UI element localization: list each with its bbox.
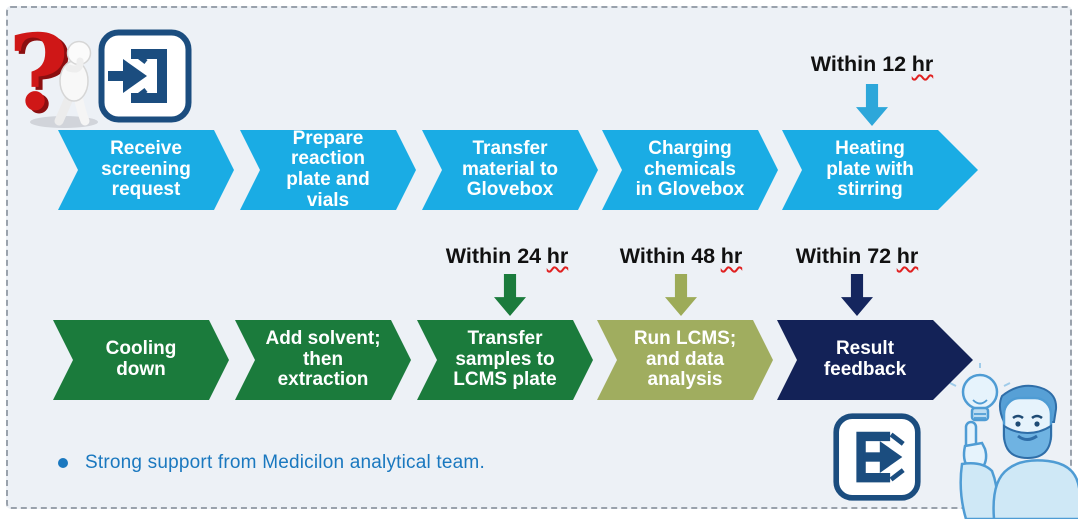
- step-charging-chemicals: Charging chemicals in Glovebox: [602, 130, 778, 210]
- step-prepare-reaction-plate: Prepare reaction plate and vials: [240, 130, 416, 210]
- step-run-lcms-analysis: Run LCMS; and data analysis: [597, 320, 773, 400]
- enter-icon: [98, 29, 192, 123]
- step-transfer-material-glovebox: Transfer material to Glovebox: [422, 130, 598, 210]
- step-add-solvent-extraction: Add solvent; then extraction: [235, 320, 411, 400]
- step-transfer-samples-lcms: Transfer samples to LCMS plate: [417, 320, 593, 400]
- question-mark-thinker-icon: ? ?: [8, 18, 98, 130]
- step-receive-screening-request: Receive screening request: [58, 130, 234, 210]
- step-result-feedback: Result feedback: [777, 320, 973, 400]
- exit-icon: [833, 413, 921, 501]
- footer-text: Strong support from Medicilon analytical…: [85, 452, 485, 473]
- bullet-dot: [58, 458, 68, 468]
- footer-note: Strong support from Medicilon analytical…: [58, 452, 485, 474]
- step-cooling-down: Cooling down: [53, 320, 229, 400]
- idea-person-illustration: [949, 363, 1078, 519]
- step-heating-plate-stirring: Heating plate with stirring: [782, 130, 978, 210]
